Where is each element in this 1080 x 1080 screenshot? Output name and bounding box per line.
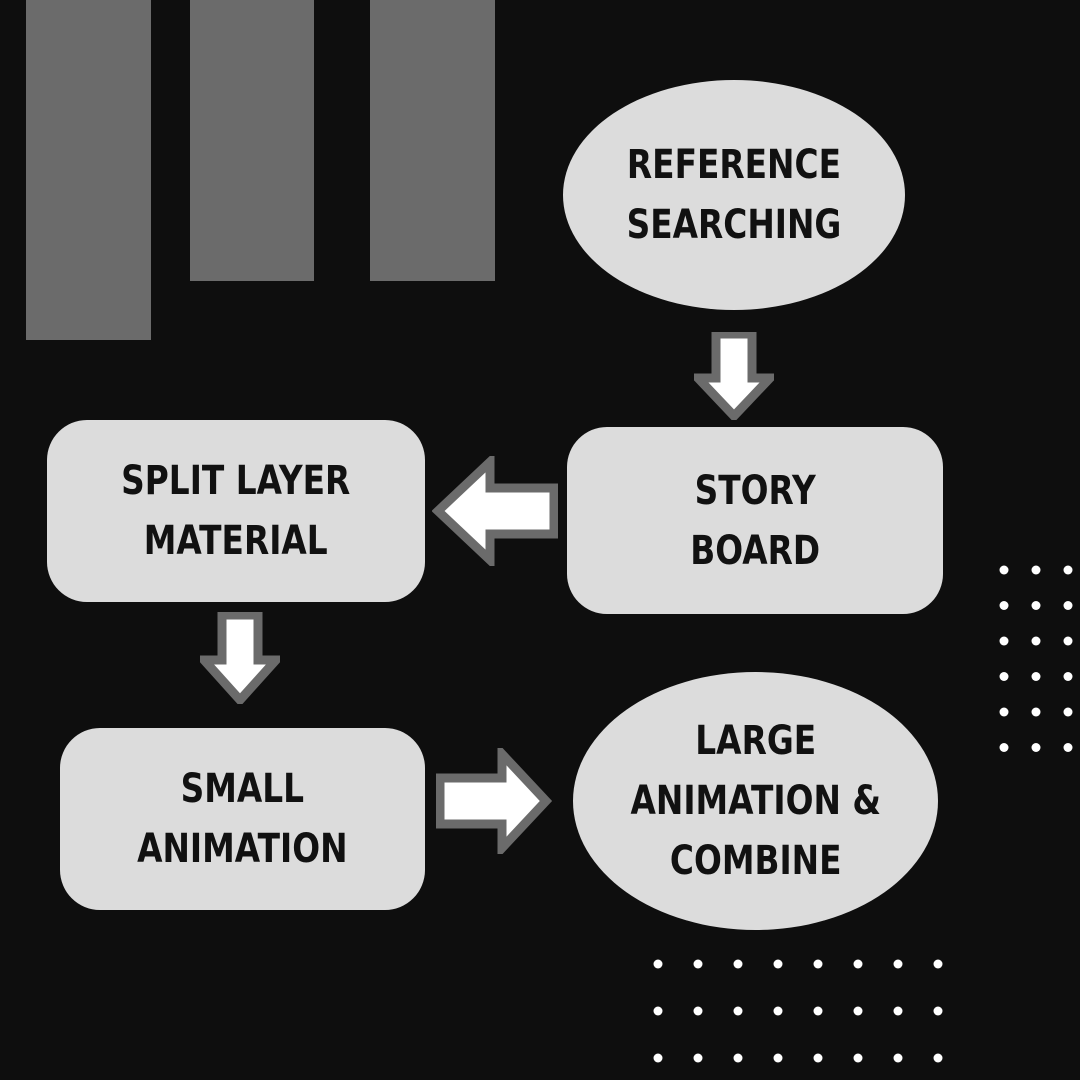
decorative-dot <box>853 1053 863 1063</box>
decorative-dot <box>1031 743 1041 752</box>
decorative-dot <box>693 1053 703 1063</box>
decorative-dot <box>1031 565 1041 575</box>
node-reference-searching-label: REFERENCE SEARCHING <box>627 135 842 255</box>
decorative-dot <box>1063 601 1073 610</box>
decorative-dot <box>693 1006 703 1016</box>
decorative-dot <box>933 1053 943 1063</box>
node-text-line: BOARD <box>690 527 820 574</box>
decorative-dot <box>1063 565 1073 575</box>
arrow-right-icon <box>436 748 552 854</box>
node-large-animation-combine: LARGE ANIMATION & COMBINE <box>573 672 938 930</box>
decorative-dot <box>653 959 663 969</box>
decorative-dot <box>1063 707 1073 717</box>
decorative-dot <box>1063 636 1073 646</box>
decorative-dot <box>999 636 1009 646</box>
decorative-dot-grid-bottom <box>653 959 943 1063</box>
decorative-dot <box>853 1006 863 1016</box>
decorative-dot <box>693 959 703 969</box>
decorative-dot <box>773 959 783 969</box>
node-text-line: STORY <box>694 467 816 514</box>
node-story-board: STORY BOARD <box>567 427 943 614</box>
decorative-dot <box>1063 672 1073 681</box>
decorative-dot <box>773 1053 783 1063</box>
decorative-bar-1 <box>26 0 151 340</box>
decorative-bar-2 <box>190 0 314 281</box>
decorative-dot <box>653 1006 663 1016</box>
decorative-dot <box>933 959 943 969</box>
decorative-dot <box>733 1053 743 1063</box>
decorative-dot <box>999 672 1009 681</box>
node-large-animation-combine-label: LARGE ANIMATION & COMBINE <box>630 711 880 891</box>
decorative-dot <box>893 1006 903 1016</box>
node-split-layer-material: SPLIT LAYER MATERIAL <box>47 420 425 602</box>
node-text-line: SEARCHING <box>626 202 842 248</box>
node-text-line: ANIMATION <box>137 826 348 872</box>
decorative-dot <box>1063 743 1073 752</box>
decorative-dot-grid-right <box>999 565 1073 752</box>
decorative-dot <box>1031 636 1041 646</box>
decorative-dot <box>933 1006 943 1016</box>
decorative-dot <box>653 1053 663 1063</box>
decorative-dot <box>999 565 1009 575</box>
node-text-line: SMALL <box>180 766 305 812</box>
decorative-dot <box>813 1006 823 1016</box>
decorative-dot <box>1031 707 1041 717</box>
decorative-dot <box>999 743 1009 752</box>
node-text-line: MATERIAL <box>143 518 328 564</box>
decorative-dot <box>733 1006 743 1016</box>
decorative-bar-3 <box>370 0 495 281</box>
node-text-line: REFERENCE <box>626 142 842 188</box>
node-text-line: ANIMATION & <box>630 778 881 824</box>
node-split-layer-material-label: SPLIT LAYER MATERIAL <box>121 451 350 571</box>
node-text-line: LARGE <box>695 718 816 764</box>
node-small-animation-label: SMALL ANIMATION <box>137 759 347 879</box>
node-reference-searching: REFERENCE SEARCHING <box>563 80 905 310</box>
decorative-dot <box>893 1053 903 1063</box>
node-text-line: SPLIT LAYER <box>121 458 351 504</box>
arrow-down-icon <box>694 332 774 420</box>
decorative-dot <box>773 1006 783 1016</box>
arrow-down-icon <box>200 612 280 704</box>
decorative-dot <box>893 959 903 969</box>
decorative-dot <box>853 959 863 969</box>
node-small-animation: SMALL ANIMATION <box>60 728 425 910</box>
decorative-dot <box>999 601 1009 610</box>
arrow-left-icon <box>432 456 558 566</box>
decorative-dot <box>733 959 743 969</box>
decorative-dot <box>1031 601 1041 610</box>
node-story-board-label: STORY BOARD <box>690 461 820 581</box>
decorative-dot <box>999 707 1009 717</box>
decorative-dot <box>813 959 823 969</box>
decorative-dot <box>1031 672 1041 681</box>
node-text-line: COMBINE <box>669 838 842 884</box>
decorative-dot <box>813 1053 823 1063</box>
